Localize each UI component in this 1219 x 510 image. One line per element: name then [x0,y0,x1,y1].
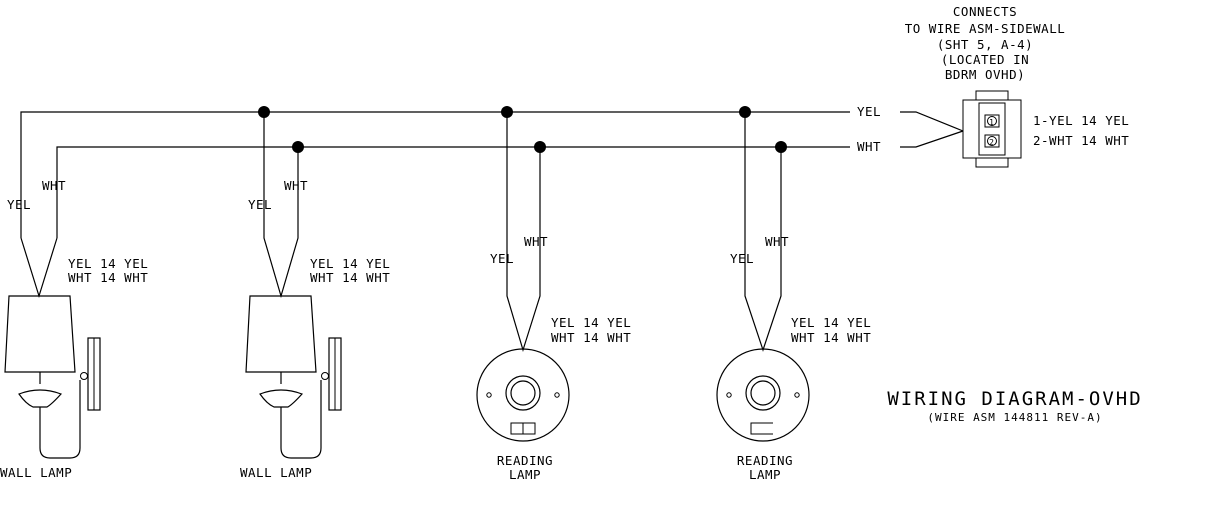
spec-yel-label: YEL 14 YEL [310,256,390,271]
spec-wht-label: WHT 14 WHT [551,330,631,345]
splices [258,106,787,153]
lamp-name: WALL LAMP [240,465,312,480]
connector-body [962,99,1022,159]
connector-note-line: BDRM OVHD) [945,67,1025,82]
wht-bus-wire [56,146,850,238]
lamp-lead-wires [506,112,541,353]
reading-lamp-2: YEL WHT YEL 14 YEL WHT 14 WHT READING LA… [716,112,871,482]
drop-wht-label: WHT [284,178,308,193]
wht-to-connector [900,130,964,148]
wall-lamp-1: YEL WHT YEL 14 YEL WHT 14 WHT WALL LAMP [0,178,148,480]
spec-wht-label: WHT 14 WHT [310,270,390,285]
pin-1-cavity [984,114,1000,128]
bus-wht-label: WHT [857,139,881,154]
connector: CONNECTS TO WIRE ASM-SIDEWALL (SHT 5, A-… [905,4,1129,168]
pin-2-number: 2 [989,138,995,147]
connector-note-line: (SHT 5, A-4) [937,37,1033,52]
lamp-name-line-1: READING [497,453,553,468]
drop-yel-label: YEL [248,197,272,212]
drop-yel-label: YEL [490,251,514,266]
spec-yel-label: YEL 14 YEL [68,256,148,271]
lamp-shade [4,295,76,373]
lamp-shade [245,295,317,373]
spec-wht-label: WHT 14 WHT [791,330,871,345]
pin-2-cavity [984,134,1000,148]
lamp-name-line-2: LAMP [509,467,541,482]
wall-lamp-icon [4,295,101,459]
wall-lamp-icon [245,295,342,459]
diagram-subtitle: (WIRE ASM 144811 REV-A) [927,411,1102,424]
connector-pin-housing [978,102,1006,156]
reading-lamp-icon [716,348,810,442]
lamp-name-line-1: READING [737,453,793,468]
pin-2-circle [987,136,997,146]
bus-yel-label: YEL [857,104,881,119]
yel-to-connector [900,111,964,132]
spec-wht-label: WHT 14 WHT [68,270,148,285]
pin-2-label: 2-WHT 14 WHT [1033,133,1129,148]
drop-wht-label: WHT [765,234,789,249]
pin-1-circle [987,116,997,126]
lamp-lead-wires [20,237,58,299]
connector-note-line: CONNECTS [953,4,1017,19]
connector-bottom-tab [975,157,1009,168]
drop-yel-label: YEL [730,251,754,266]
reading-lamp-1: YEL WHT YEL 14 YEL WHT 14 WHT READING LA… [476,112,631,482]
title-block: WIRING DIAGRAM-OVHD (WIRE ASM 144811 REV… [887,388,1142,424]
yel-bus-wire [20,111,850,238]
pin-1-number: 1 [989,118,995,127]
connector-top-tab [975,90,1009,101]
spec-yel-label: YEL 14 YEL [791,315,871,330]
lamp-lead-wires [744,112,782,352]
lamp-name: WALL LAMP [0,465,72,480]
drop-wht-label: WHT [42,178,66,193]
wall-lamp-2: YEL WHT YEL 14 YEL WHT 14 WHT WALL LAMP [240,112,390,480]
diagram-title: WIRING DIAGRAM-OVHD [887,388,1142,410]
pin-1-label: 1-YEL 14 YEL [1033,113,1129,128]
reading-lamp-icon [476,348,570,442]
drop-wht-label: WHT [524,234,548,249]
connector-note-line: TO WIRE ASM-SIDEWALL [905,21,1066,36]
connector-note-line: (LOCATED IN [941,52,1029,67]
spec-yel-label: YEL 14 YEL [551,315,631,330]
drop-yel-label: YEL [7,197,31,212]
lamp-name-line-2: LAMP [749,467,781,482]
bus-wires: YEL WHT [20,104,964,238]
